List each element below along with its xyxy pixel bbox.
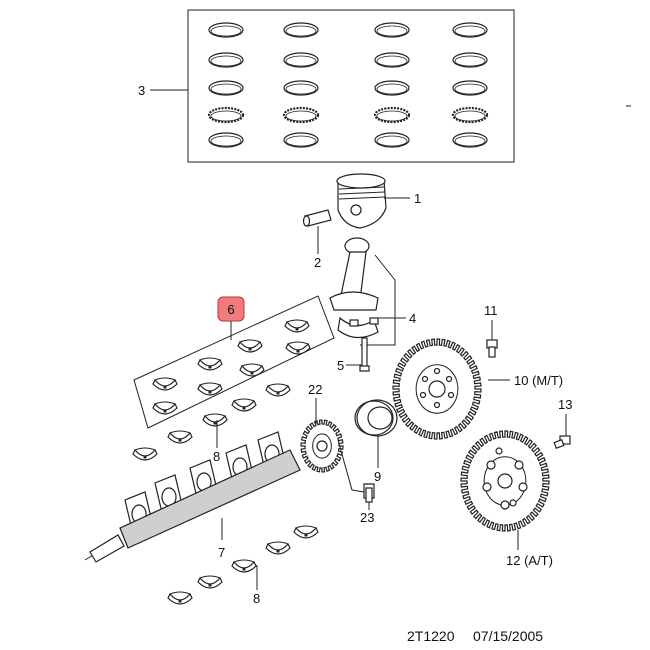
bearing-shell <box>293 525 319 539</box>
piston-ring <box>283 132 319 148</box>
label-bearing-set: 6 <box>227 302 234 317</box>
ring-grid <box>207 22 489 148</box>
bearing-shell <box>265 541 291 555</box>
piston-ring <box>208 132 244 148</box>
bearing-shell <box>237 339 263 353</box>
piston-ring <box>283 52 319 68</box>
piston-ring <box>452 22 488 38</box>
leader-line-4a <box>360 254 396 346</box>
label-flywheel-bolt: 11 <box>484 303 498 318</box>
label-rod-bolt: 5 <box>337 358 344 373</box>
piston-ring-set <box>187 9 515 163</box>
piston-ring <box>374 52 410 68</box>
label-oil-seal: 9 <box>374 469 381 484</box>
bearing-shells-set-6 <box>152 319 311 415</box>
bearing-shell <box>197 357 223 371</box>
label-6-badge[interactable]: 6 <box>217 296 245 322</box>
piston-ring <box>452 132 488 148</box>
ring-set-frame <box>187 9 515 163</box>
piston-ring <box>208 52 244 68</box>
lower-main-bearings <box>167 525 319 605</box>
bearing-shell <box>285 341 311 355</box>
label-sprocket-bolt: 23 <box>360 510 374 525</box>
piston-ring <box>283 80 319 96</box>
piston-ring <box>208 80 244 96</box>
label-crankshaft: 7 <box>218 545 225 560</box>
rod-bolt <box>359 337 370 372</box>
driveplate-at <box>460 430 550 532</box>
driveplate-bolt <box>553 435 571 449</box>
piston-ring <box>208 22 244 38</box>
label-piston-pin: 2 <box>314 255 321 270</box>
bearing-shell <box>202 413 228 427</box>
crankshaft <box>84 431 301 563</box>
piston-pin <box>302 209 332 227</box>
connecting-rod <box>329 237 379 339</box>
bearing-shell <box>265 383 291 397</box>
label-driveplate-at: 12 (A/T) <box>506 553 553 568</box>
footer-code: 2T1220 <box>407 628 455 644</box>
label-lower-main-bearings: 8 <box>253 591 260 606</box>
label-flywheel-mt: 10 (M/T) <box>514 373 563 388</box>
piston-ring <box>452 52 488 68</box>
piston-ring <box>207 106 245 124</box>
upper-main-bearings <box>132 383 291 461</box>
sprocket-bolt <box>363 483 375 503</box>
bearing-shell <box>152 401 178 415</box>
bearing-shell <box>197 575 223 589</box>
label-connecting-rod: 4 <box>409 311 416 326</box>
label-crank-sprocket: 22 <box>308 382 322 397</box>
bearing-shell <box>231 398 257 412</box>
bearing-shell <box>197 382 223 396</box>
piston-ring <box>283 22 319 38</box>
label-piston-rings: 3 <box>138 83 145 98</box>
bearing-shell <box>239 363 265 377</box>
bearing-set-frame <box>133 295 335 429</box>
oil-seal <box>354 399 398 437</box>
piston-ring <box>451 106 489 124</box>
label-upper-main-bearings: 8 <box>213 449 220 464</box>
piston-ring <box>452 80 488 96</box>
piston-ring <box>282 106 320 124</box>
piston-ring <box>373 106 411 124</box>
bearing-shell <box>284 319 310 333</box>
bearing-shell <box>167 430 193 444</box>
bearing-shell <box>167 591 193 605</box>
piston-ring <box>374 22 410 38</box>
bearing-shell <box>231 559 257 573</box>
label-driveplate-bolt: 13 <box>558 397 572 412</box>
bearing-shell <box>132 447 158 461</box>
bearing-set-group <box>133 295 335 429</box>
piston-ring <box>374 80 410 96</box>
crank-sprocket <box>300 419 344 473</box>
label-piston: 1 <box>414 191 421 206</box>
bearing-shell <box>152 377 178 391</box>
flywheel-mt <box>392 338 482 440</box>
footer-date: 07/15/2005 <box>473 628 543 644</box>
piston <box>336 173 387 229</box>
piston-ring <box>374 132 410 148</box>
leader-line-23a <box>337 439 365 493</box>
flywheel-bolt <box>486 339 498 358</box>
